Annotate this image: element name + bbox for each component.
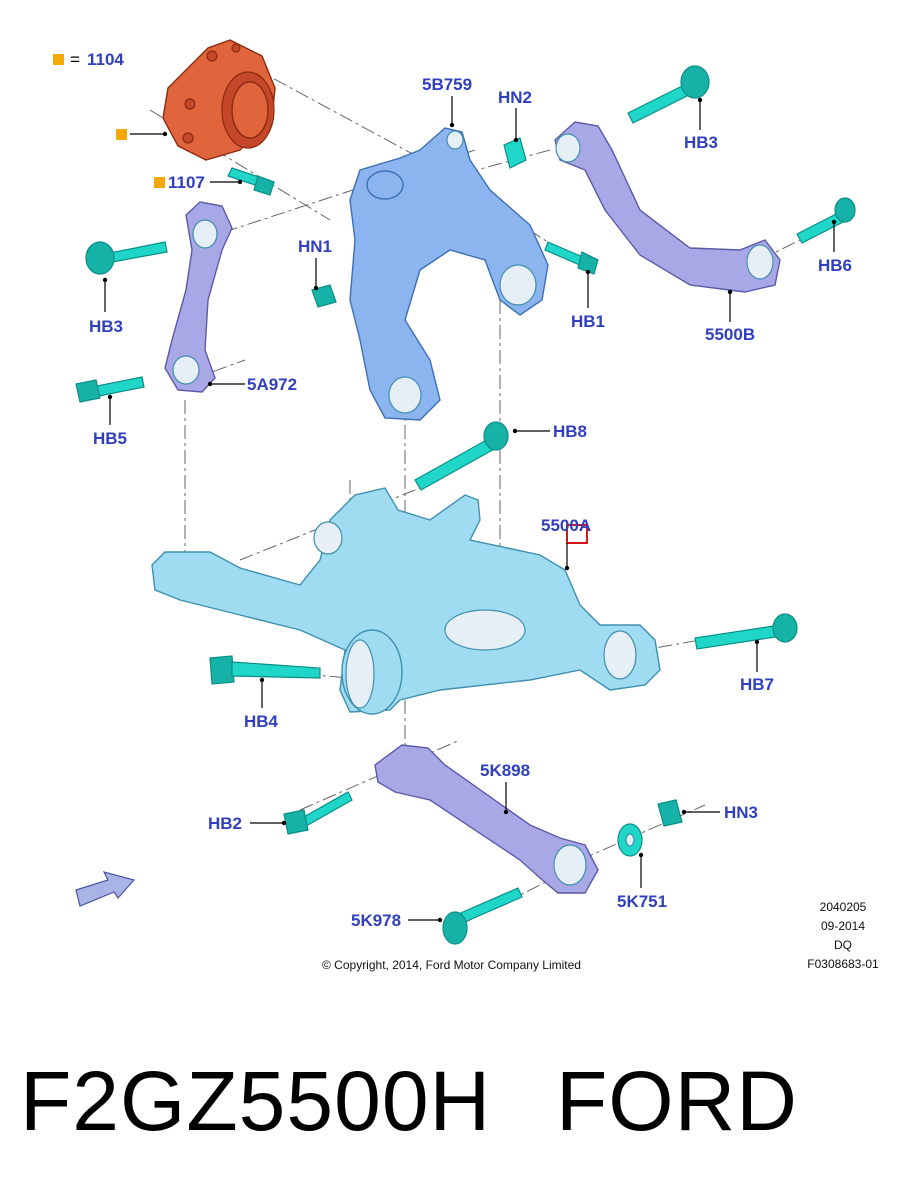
label-hn1: HN1 — [298, 237, 332, 256]
bolt-5k978 — [442, 887, 523, 945]
bolt-hb3-left — [85, 241, 168, 275]
label-5k751: 5K751 — [617, 892, 667, 911]
label-hb5: HB5 — [93, 429, 127, 448]
nut-hn3 — [657, 799, 683, 827]
label-hb6: HB6 — [818, 256, 852, 275]
washer-5k751 — [617, 823, 643, 857]
label-hb1: HB1 — [571, 312, 605, 331]
label-hb8: HB8 — [553, 422, 587, 441]
upper-arm-5500b — [554, 121, 781, 293]
nut-hn2 — [503, 137, 527, 169]
part-number-caption: F2GZ5500H — [20, 1054, 491, 1148]
knuckle-5b759 — [349, 127, 549, 421]
bolt-hb3-top — [627, 65, 710, 124]
label-hn2: HN2 — [498, 88, 532, 107]
meta-line-1: 2040205 — [820, 900, 867, 914]
label-5a972: 5A972 — [247, 375, 297, 394]
label-hb4: HB4 — [244, 712, 279, 731]
label-hb7: HB7 — [740, 675, 774, 694]
label-5b759: 5B759 — [422, 75, 472, 94]
legend-equals: = — [70, 50, 80, 69]
meta-line-4: F0308683-01 — [807, 957, 879, 971]
bolt-hb7 — [694, 613, 798, 650]
label-5500b: 5500B — [705, 325, 755, 344]
toe-link-5a972 — [164, 201, 233, 393]
label-5k978: 5K978 — [351, 911, 401, 930]
leader-lines — [102, 96, 837, 923]
label-hb2: HB2 — [208, 814, 242, 833]
hub-bolt-1107 — [227, 167, 275, 196]
label-hb3-top: HB3 — [684, 133, 718, 152]
bolt-hb4 — [209, 655, 321, 685]
legend: = 1104 — [53, 50, 124, 69]
legend-code: 1104 — [87, 50, 124, 69]
lower-arm-5500a — [151, 487, 661, 715]
hub-bearing-assembly — [162, 39, 276, 161]
brand-caption: FORD — [556, 1054, 798, 1148]
bolt-hb5 — [75, 376, 145, 403]
front-direction-arrow-icon — [75, 871, 136, 907]
legend-symbol — [53, 54, 64, 65]
meta-line-3: DQ — [834, 938, 852, 952]
hub-bolt-marker — [154, 177, 165, 188]
label-hn3: HN3 — [724, 803, 758, 822]
bolt-hb8 — [414, 421, 509, 491]
label-5k898: 5K898 — [480, 761, 530, 780]
part-labels: 1107 5B759 HN2 HB3 HN1 HB1 HB6 5500B HB3… — [89, 75, 852, 930]
trailing-link-5k898 — [374, 744, 599, 894]
label-hb3-left: HB3 — [89, 317, 123, 336]
selected-part-highlight — [566, 524, 588, 544]
label-1107: 1107 — [168, 173, 205, 192]
copyright-notice: © Copyright, 2014, Ford Motor Company Li… — [322, 958, 581, 972]
nut-hn1 — [311, 284, 337, 308]
meta-line-2: 09-2014 — [821, 919, 865, 933]
hub-bearing-marker — [116, 129, 127, 140]
drawing-metadata: 2040205 09-2014 DQ F0308683-01 — [807, 900, 879, 971]
bolt-hb1 — [544, 241, 599, 275]
label-5500a: 5500A — [541, 516, 591, 535]
assembly-axis-lines — [149, 54, 831, 926]
bolt-hb6 — [796, 197, 856, 244]
bolt-hb2 — [283, 791, 353, 835]
